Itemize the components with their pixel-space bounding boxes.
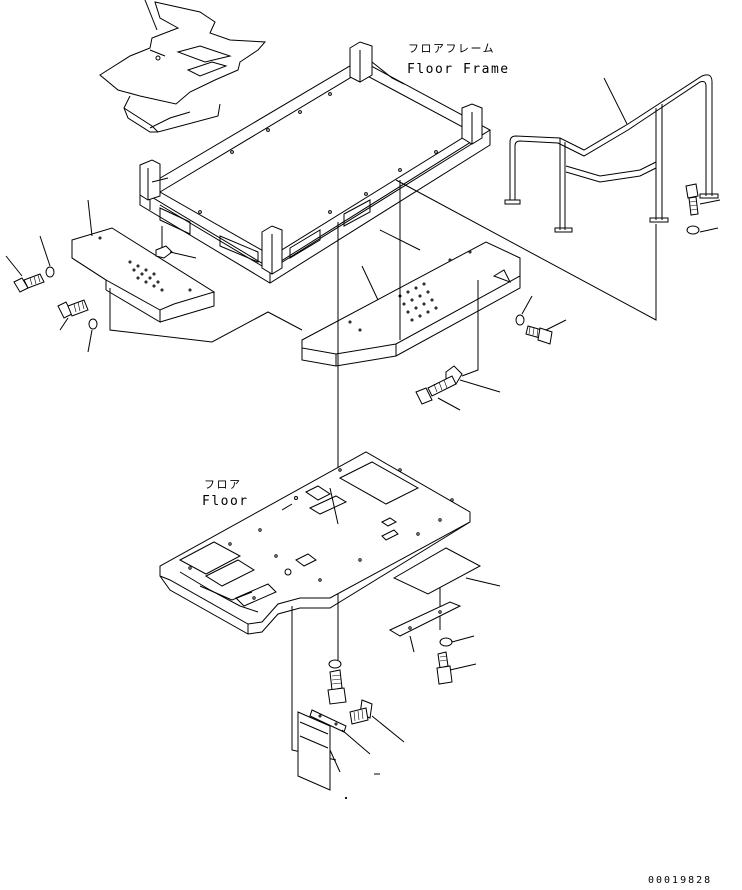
- handrail-washer[interactable]: [686, 225, 700, 235]
- handrail-washer-leader: [699, 227, 719, 233]
- bottom-bracket-leader: [329, 749, 341, 773]
- floor-mat[interactable]: [99, 1, 267, 133]
- right-lower-washer-leader: [451, 635, 475, 643]
- left-washer-upper[interactable]: [45, 266, 55, 278]
- floor-frame[interactable]: [139, 41, 491, 284]
- floor-frame-label-en: Floor Frame: [407, 62, 510, 77]
- left-bolt-lower[interactable]: [57, 299, 89, 319]
- floor-plate[interactable]: [159, 451, 471, 635]
- handrail-leader-line: [603, 77, 628, 125]
- right-washer[interactable]: [515, 314, 525, 326]
- bottom-side-bolt[interactable]: [349, 699, 373, 725]
- frame-nut[interactable]: [155, 245, 173, 259]
- bottom-side-bolt-leader: [371, 715, 405, 743]
- bottom-strip-leader: [341, 729, 371, 755]
- center-clip-leader: [459, 379, 501, 393]
- left-washer-upper-leader: [39, 235, 51, 267]
- center-bolt[interactable]: [415, 375, 457, 405]
- left-bolt-upper-leader: [5, 255, 23, 277]
- bottom-dot: [344, 796, 348, 800]
- right-lower-bolt[interactable]: [436, 651, 453, 685]
- floor-label-en: Floor: [202, 494, 249, 509]
- left-cover-plate[interactable]: [71, 227, 216, 323]
- right-bolt[interactable]: [525, 325, 553, 345]
- right-bracket-plate[interactable]: [388, 601, 462, 637]
- frame-nut-leader: [169, 251, 197, 259]
- left-washer-lower[interactable]: [88, 318, 98, 330]
- right-lower-washer[interactable]: [439, 637, 453, 647]
- left-bolt-lower-leader: [59, 317, 69, 331]
- floor-frame-label-jp: フロアフレーム: [408, 42, 496, 55]
- bottom-bolt[interactable]: [327, 669, 347, 705]
- right-lower-bolt-leader: [449, 663, 477, 671]
- right-cover-small[interactable]: [392, 547, 482, 595]
- bottom-washer[interactable]: [328, 659, 342, 669]
- handrail-bolt[interactable]: [685, 183, 699, 216]
- floor-label-jp: フロア: [204, 478, 242, 491]
- left-bolt-upper[interactable]: [13, 273, 45, 293]
- bottom-bracket-plate[interactable]: [297, 711, 331, 791]
- handrail-bolt-leader: [699, 199, 721, 205]
- left-cover-leader: [87, 199, 93, 237]
- right-cover-small-leader: [465, 577, 501, 587]
- left-washer-lower-leader: [87, 329, 93, 353]
- right-washer-leader: [521, 295, 533, 315]
- center-bolt-leader: [437, 397, 461, 411]
- right-bolt-leader: [545, 319, 567, 331]
- right-cover-leader: [361, 265, 379, 301]
- handrail[interactable]: [504, 74, 719, 233]
- right-bracket-leader: [409, 635, 415, 653]
- right-cover-plate[interactable]: [301, 241, 521, 367]
- drawing-code: 00019828: [648, 875, 713, 886]
- mat-leader-line: [144, 0, 158, 31]
